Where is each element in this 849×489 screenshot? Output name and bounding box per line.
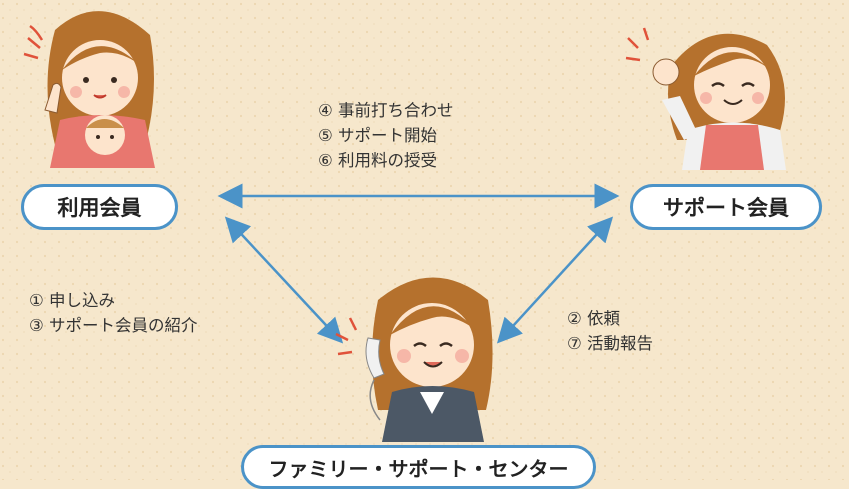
cheering-woman-illustration xyxy=(625,27,786,170)
arrow-support-center xyxy=(496,216,614,344)
operator-with-phone-illustration xyxy=(335,277,493,442)
center-label: ファミリー・サポート・センター xyxy=(241,445,596,489)
step-text: ⑥ 利用料の授受 xyxy=(318,151,438,170)
step-text: ③ サポート会員の紹介 xyxy=(29,316,198,335)
arrow-user-center xyxy=(224,216,344,344)
step-text: ② 依頼 xyxy=(567,309,621,328)
step-text: ④ 事前打ち合わせ xyxy=(318,101,454,120)
support-member-label: サポート会員 xyxy=(630,184,822,230)
step-text: ⑤ サポート開始 xyxy=(318,126,438,145)
mother-with-baby-illustration xyxy=(23,11,155,168)
steps-right: ② 依頼 ⑦ 活動報告 xyxy=(567,306,653,356)
center-text: ファミリー・サポート・センター xyxy=(268,456,569,481)
steps-top: ④ 事前打ち合わせ ⑤ サポート開始 ⑥ 利用料の授受 xyxy=(318,98,454,173)
user-member-label: 利用会員 xyxy=(21,184,178,230)
support-member-text: サポート会員 xyxy=(663,196,789,220)
step-text: ① 申し込み xyxy=(29,291,116,310)
user-member-text: 利用会員 xyxy=(57,196,142,220)
steps-left: ① 申し込み ③ サポート会員の紹介 xyxy=(29,288,198,338)
step-text: ⑦ 活動報告 xyxy=(567,334,654,353)
